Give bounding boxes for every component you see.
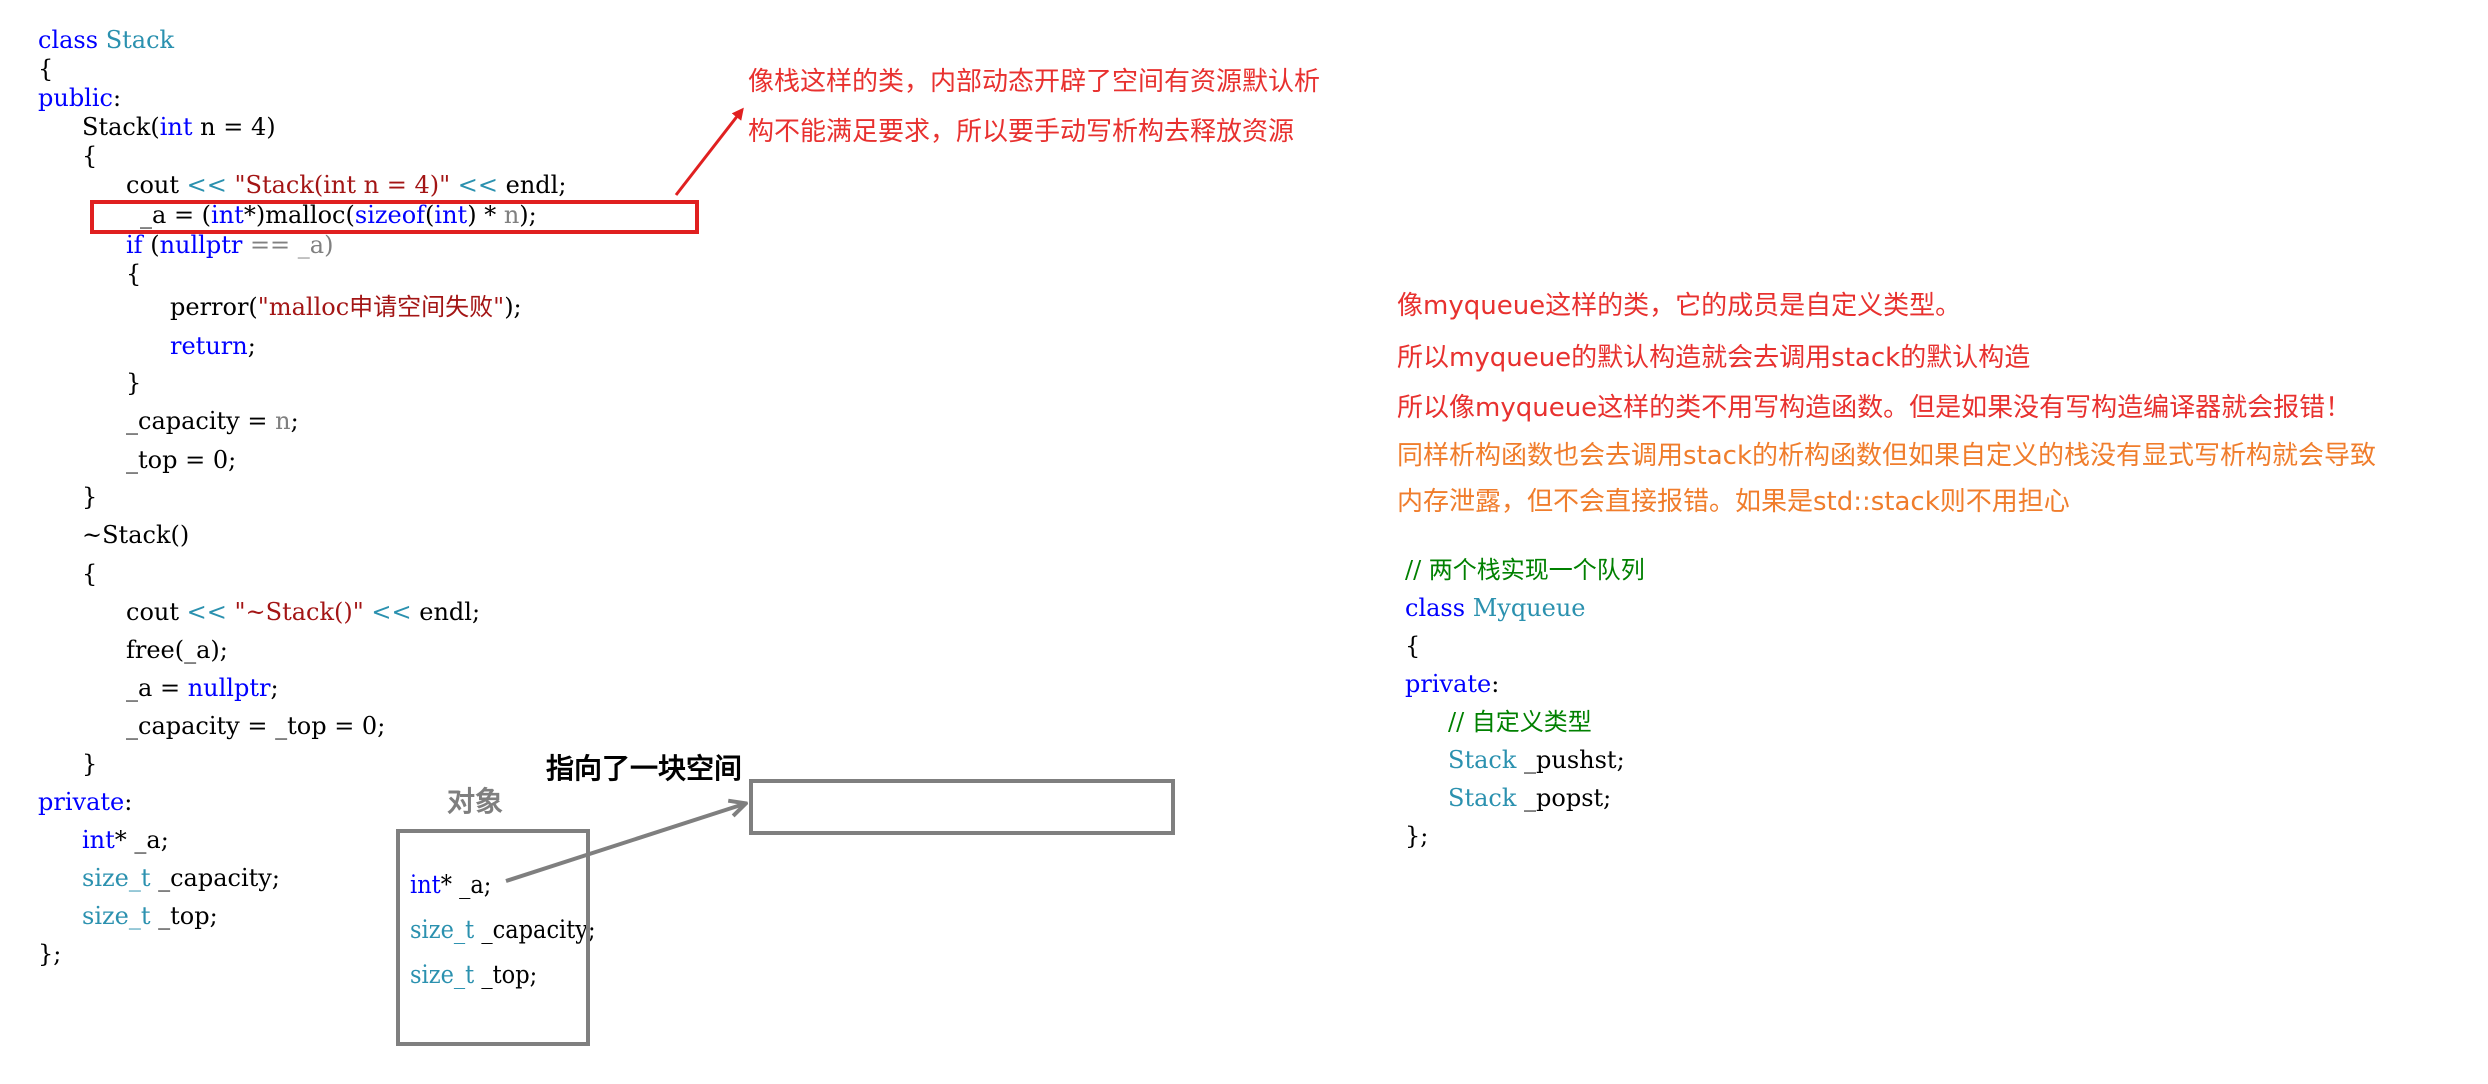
points-to-label: 指向了一块空间: [546, 752, 743, 785]
code-line: }: [82, 483, 98, 511]
code-line: {: [126, 260, 142, 288]
code-line-malloc: _a = (int*)malloc(sizeof(int) * n);: [140, 201, 537, 229]
code-line: {: [1405, 632, 1421, 660]
code-line: Stack(int n = 4): [82, 113, 276, 141]
myqueue-note-4: 同样析构函数也会去调用stack的析构函数但如果自定义的栈没有显式写析构就会导致: [1397, 441, 2377, 471]
annotation-arrow: [674, 107, 744, 196]
code-line: _top = 0;: [126, 446, 237, 474]
code-line: _capacity = _top = 0;: [126, 712, 386, 740]
code-line: Stack _popst;: [1448, 784, 1612, 812]
myqueue-note-3: 所以像myqueue这样的类不用写构造函数。但是如果没有写构造编译器就会报错！: [1397, 393, 2352, 423]
code-line: };: [38, 940, 62, 968]
code-line: class Myqueue: [1405, 594, 1586, 622]
code-line: if (nullptr == _a): [126, 231, 334, 259]
myqueue-note-2: 所以myqueue的默认构造就会去调用stack的默认构造: [1397, 343, 2031, 373]
code-comment: // 自定义类型: [1448, 708, 1592, 736]
code-line: }: [82, 750, 98, 778]
code-line: _capacity = n;: [126, 407, 299, 435]
code-line: size_t _top;: [82, 902, 218, 930]
code-line: {: [82, 560, 98, 588]
code-line: free(_a);: [126, 636, 228, 664]
code-line: int* _a;: [82, 826, 169, 854]
object-member-capacity: size_t _capacity;: [410, 915, 596, 944]
code-line: class Stack: [38, 26, 175, 54]
code-line: Stack _pushst;: [1448, 746, 1625, 774]
destructor-annotation-line2: 构不能满足要求，所以要手动写析构去释放资源: [748, 117, 1295, 147]
code-line: public:: [38, 84, 122, 112]
code-line: _a = nullptr;: [126, 674, 279, 702]
code-comment: // 两个栈实现一个队列: [1405, 556, 1645, 584]
code-line: {: [82, 142, 98, 170]
object-member-a: int* _a;: [410, 870, 492, 899]
myqueue-note-5: 内存泄露，但不会直接报错。如果是std::stack则不用担心: [1397, 487, 2070, 517]
code-line: ~Stack(): [82, 521, 190, 549]
code-line: size_t _capacity;: [82, 864, 280, 892]
code-line: private:: [1405, 670, 1500, 698]
memory-space-box: [749, 779, 1175, 835]
object-label: 对象: [447, 785, 504, 818]
myqueue-note-1: 像myqueue这样的类，它的成员是自定义类型。: [1397, 291, 1962, 321]
code-line: }: [126, 369, 142, 397]
code-line: };: [1405, 822, 1429, 850]
pointer-arrow: [505, 804, 744, 883]
destructor-annotation-line1: 像栈这样的类，内部动态开辟了空间有资源默认析: [748, 67, 1321, 97]
code-line: {: [38, 55, 54, 83]
code-line: return;: [170, 332, 256, 360]
code-line: cout << "~Stack()" << endl;: [126, 598, 481, 626]
object-member-top: size_t _top;: [410, 960, 538, 989]
code-line: private:: [38, 788, 133, 816]
code-line: cout << "Stack(int n = 4)" << endl;: [126, 171, 567, 199]
code-line: perror("malloc申请空间失败");: [170, 293, 522, 321]
